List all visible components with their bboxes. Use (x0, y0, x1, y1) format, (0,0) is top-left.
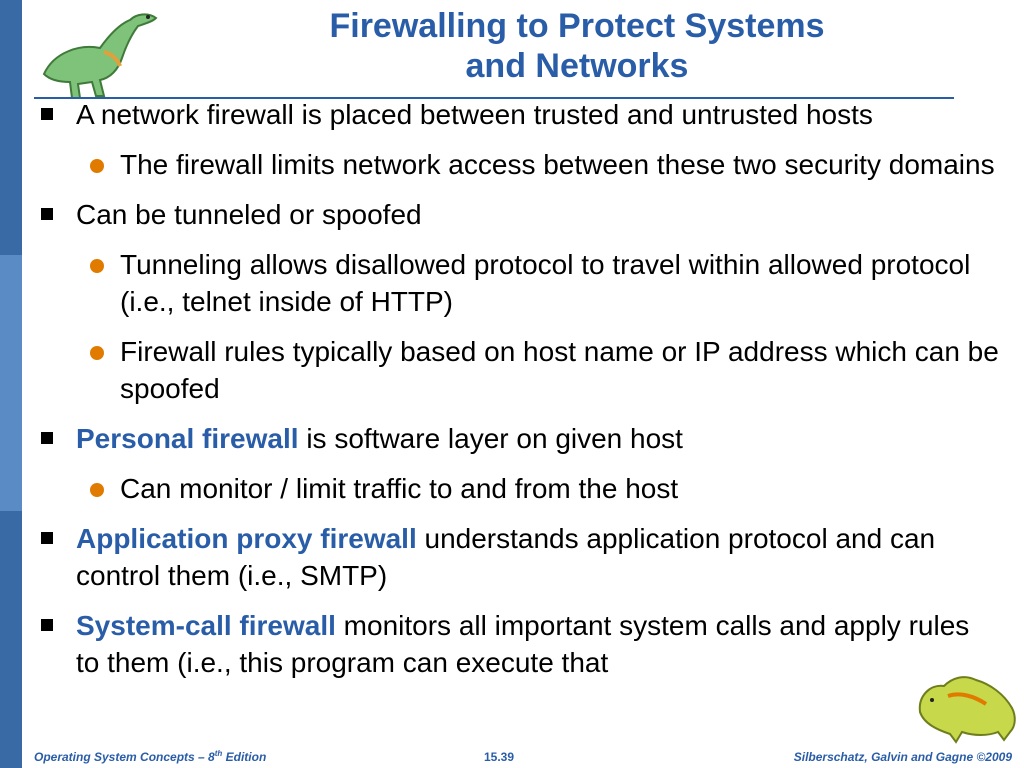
footer-copyright: Silberschatz, Galvin and Gagne ©2009 (793, 750, 1012, 764)
sidebar-segment (0, 255, 22, 511)
left-sidebar-bar (0, 0, 22, 768)
title-line-1: Firewalling to Protect Systems (329, 7, 825, 45)
bullet-text: The firewall limits network access betwe… (120, 149, 995, 180)
bullet-item: Application proxy firewall understands a… (38, 520, 1000, 594)
bullet-text: A network firewall is placed between tru… (76, 99, 873, 130)
bullet-item: A network firewall is placed between tru… (38, 96, 1000, 133)
highlight-term: Personal firewall (76, 423, 299, 454)
sub-bullet-item: Can monitor / limit traffic to and from … (38, 470, 1000, 507)
highlight-term: System-call firewall (76, 610, 336, 641)
circle-bullet-icon (90, 159, 104, 173)
circle-bullet-icon (90, 259, 104, 273)
sidebar-segment (0, 0, 22, 255)
slide-footer: Operating System Concepts – 8th Edition … (34, 742, 1012, 764)
circle-bullet-icon (90, 483, 104, 497)
bullet-text: understands application protocol and can… (76, 523, 936, 591)
highlight-term: Application proxy firewall (76, 523, 417, 554)
circle-bullet-icon (90, 346, 104, 360)
square-bullet-icon (41, 619, 53, 631)
dinosaur-logo-icon (918, 676, 1016, 744)
bullet-text: is software layer on given host (298, 423, 683, 454)
footer-book-title: Operating System Concepts – 8th Edition (34, 749, 267, 764)
square-bullet-icon (41, 208, 53, 220)
slide-title: Firewalling to Protect Systems and Netwo… (170, 6, 984, 86)
bullet-list: A network firewall is placed between tru… (38, 96, 1000, 694)
bullet-text: Firewall rules typically based on host n… (120, 336, 999, 404)
bullet-item: Personal firewall is software layer on g… (38, 420, 1000, 457)
bullet-text: Can monitor / limit traffic to and from … (120, 473, 679, 504)
bullet-item: Can be tunneled or spoofed (38, 196, 1000, 233)
sub-bullet-item: Tunneling allows disallowed protocol to … (38, 246, 1000, 320)
sub-bullet-item: The firewall limits network access betwe… (38, 146, 1000, 183)
square-bullet-icon (41, 432, 53, 444)
square-bullet-icon (41, 532, 53, 544)
footer-page-number: 15.39 (484, 750, 515, 764)
square-bullet-icon (41, 108, 53, 120)
sidebar-segment (0, 511, 22, 768)
title-divider (34, 97, 954, 99)
dinosaur-logo-icon (42, 13, 158, 99)
bullet-text: Can be tunneled or spoofed (76, 199, 422, 230)
sub-bullet-item: Firewall rules typically based on host n… (38, 333, 1000, 407)
bullet-item: System-call firewall monitors all import… (38, 607, 1000, 681)
bullet-text: monitors all important system calls and … (76, 610, 970, 678)
bullet-text: Tunneling allows disallowed protocol to … (120, 249, 971, 317)
title-line-2: and Networks (465, 47, 689, 85)
